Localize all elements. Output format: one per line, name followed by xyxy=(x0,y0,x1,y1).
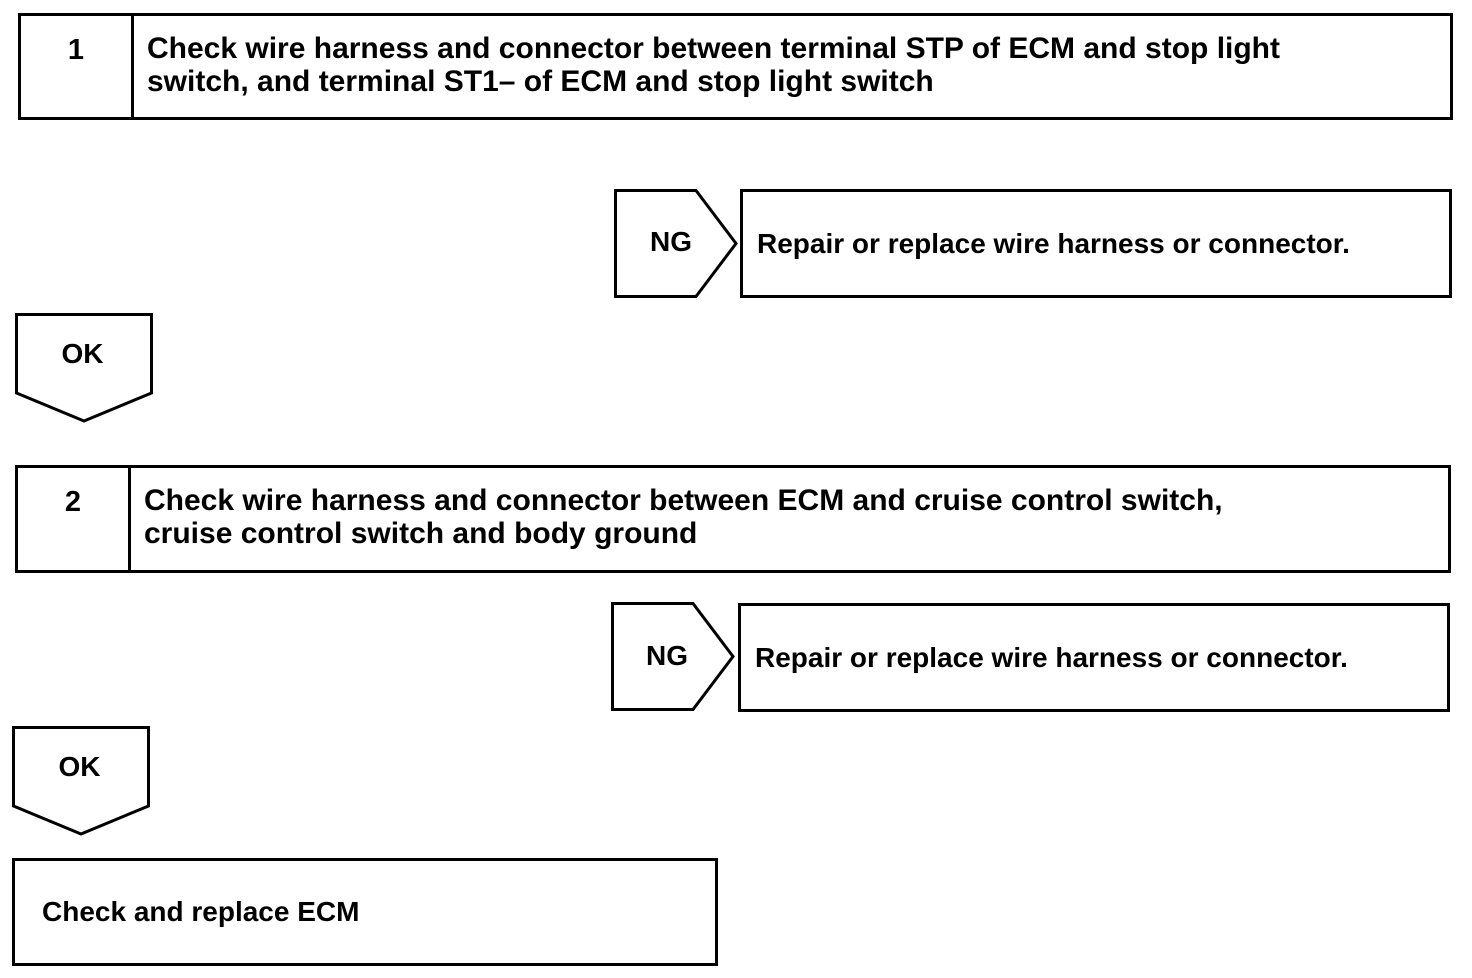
ok-1-label: OK xyxy=(61,338,104,369)
step-2-box: 2 Check wire harness and connector betwe… xyxy=(15,465,1451,573)
step-1-text-line-2: switch, and terminal ST1– of ECM and sto… xyxy=(147,65,934,98)
ok-2-label: OK xyxy=(58,751,101,782)
ng-2-action-box: Repair or replace wire harness or connec… xyxy=(738,603,1450,712)
step-2-text-line-2: cruise control switch and body ground xyxy=(144,517,698,550)
step-1-box: 1 Check wire harness and connector betwe… xyxy=(18,13,1453,120)
final-action-box: Check and replace ECM xyxy=(12,858,718,966)
final-action-text: Check and replace ECM xyxy=(42,896,360,927)
step-2-text: Check wire harness and connector between… xyxy=(144,484,1434,550)
ng-1-label: NG xyxy=(650,226,692,257)
ok-2-arrow-shape xyxy=(12,726,150,836)
ng-2-label: NG xyxy=(646,640,688,671)
ok-1-arrow-shape xyxy=(15,313,153,423)
ng-1-arrow-shape xyxy=(614,189,738,298)
ng-2-arrow-shape xyxy=(611,602,735,711)
ng-1-action-text: Repair or replace wire harness or connec… xyxy=(757,227,1350,259)
step-2-number: 2 xyxy=(18,468,131,570)
step-1-text-line-1: Check wire harness and connector between… xyxy=(147,32,1280,65)
ng-2-action-text: Repair or replace wire harness or connec… xyxy=(755,641,1348,673)
step-1-text: Check wire harness and connector between… xyxy=(147,32,1436,98)
ng-1-action-box: Repair or replace wire harness or connec… xyxy=(740,189,1452,298)
step-2-text-line-1: Check wire harness and connector between… xyxy=(144,484,1223,517)
step-1-number: 1 xyxy=(21,16,134,117)
